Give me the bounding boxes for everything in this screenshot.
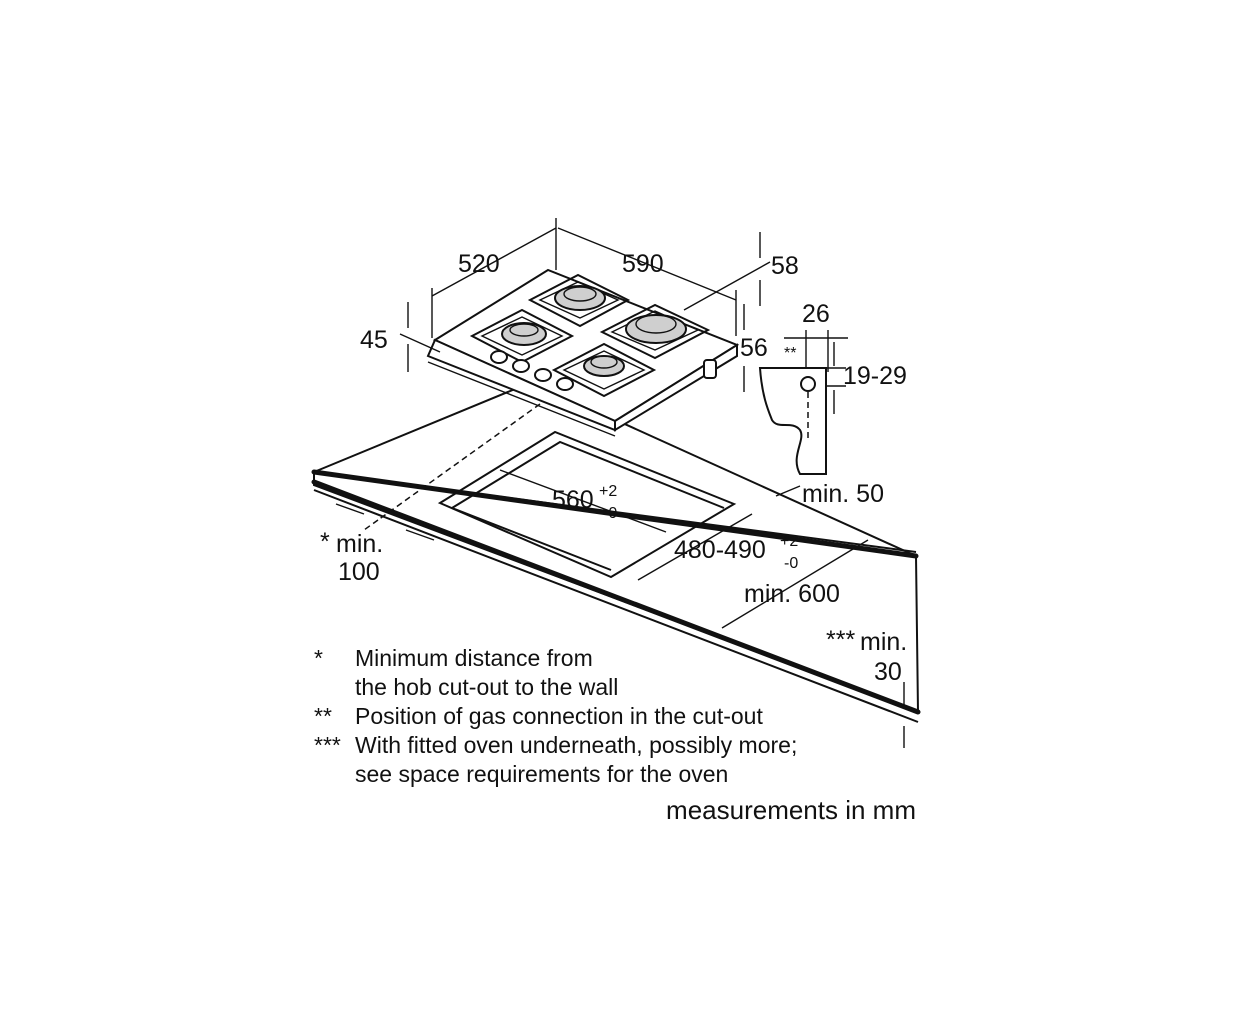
footnote-2: ** Position of gas connection in the cut… — [314, 703, 763, 729]
dim-worktop-thickness-marker: *** — [826, 626, 855, 654]
worktop-front-edge — [311, 479, 921, 715]
dim-depth-label: 520 — [458, 250, 500, 278]
footnote-2-line-1: Position of gas connection in the cut-ou… — [355, 703, 763, 729]
dim-height-left-label: 45 — [360, 326, 388, 354]
dim-height-right-label: 56 — [740, 334, 768, 362]
dim-worktop-thickness-label: min. — [860, 628, 907, 656]
dim-worktop-depth-label: min. 600 — [744, 580, 840, 608]
worktop — [311, 380, 921, 723]
dim-cutout-width: 560 +2 -0 — [552, 483, 617, 522]
dim-min-wall-value: 100 — [338, 558, 380, 586]
dimension-labels: 520 590 58 45 56 26 ** 19-29 min. 50 560… — [320, 250, 907, 686]
dim-side-offset-label: 58 — [771, 252, 799, 280]
gas-connection-point — [800, 376, 816, 392]
hob-base-line — [427, 361, 616, 437]
footnote-1: * Minimum distance from the hob cut-out … — [314, 645, 618, 700]
footnote-1-line-1: Minimum distance from — [355, 645, 593, 671]
dim-gas-offset-label: 26 — [802, 300, 830, 328]
units-label: measurements in mm — [666, 795, 916, 825]
dim-min-wall-marker: * — [320, 528, 330, 556]
dimension-lines — [335, 218, 905, 748]
dim-worktop-thickness-value: 30 — [874, 658, 902, 686]
worktop-front-lower-edge — [313, 489, 919, 723]
footnote-2-marker: ** — [314, 703, 332, 729]
footnote-3-marker: *** — [314, 732, 341, 758]
projection-line-end — [363, 519, 379, 531]
dim-cutout-width-main: 560 — [552, 486, 594, 514]
burner-front-left — [469, 308, 575, 364]
gas-connector-pipe — [703, 359, 717, 379]
gas-connection-detail — [758, 367, 827, 475]
dim-width-label: 590 — [622, 250, 664, 278]
footnotes: * Minimum distance from the hob cut-out … — [314, 645, 916, 825]
dim-gas-marker: ** — [784, 345, 796, 362]
control-knobs — [490, 350, 574, 391]
dim-min-wall-label: min. — [336, 530, 383, 558]
footnote-1-marker: * — [314, 645, 323, 671]
dim-cutout-depth-main: 480-490 — [674, 536, 766, 564]
hob — [426, 268, 740, 437]
burner-back-left — [527, 273, 631, 328]
burner-front-right — [551, 342, 657, 398]
footnote-3-line-1: With fitted oven underneath, possibly mo… — [355, 732, 797, 758]
dim-cutout-depth: 480-490 +2 -0 — [674, 533, 798, 572]
projection-line — [377, 403, 541, 521]
burner-back-right — [599, 303, 711, 360]
footnote-3: *** With fitted oven underneath, possibl… — [314, 732, 797, 787]
worktop-cutout — [437, 430, 737, 579]
dim-gas-height-label: 19-29 — [843, 362, 907, 390]
dim-cutout-width-tol-plus: +2 — [599, 483, 617, 500]
dim-cutout-depth-tol-minus: -0 — [784, 555, 798, 572]
cutout-inner-left — [451, 507, 612, 571]
dim-cutout-depth-tol-plus: +2 — [780, 533, 798, 550]
worktop-back-line — [313, 471, 917, 553]
footnote-3-line-2: see space requirements for the oven — [355, 761, 728, 787]
footnote-1-line-2: the hob cut-out to the wall — [355, 674, 618, 700]
cutout-outline — [437, 430, 737, 579]
worktop-section-profile — [758, 367, 827, 475]
dim-cutout-width-tol-minus: -0 — [603, 505, 617, 522]
dim-wall-gap-label: min. 50 — [802, 480, 884, 508]
cutout-inner-back — [451, 440, 725, 509]
